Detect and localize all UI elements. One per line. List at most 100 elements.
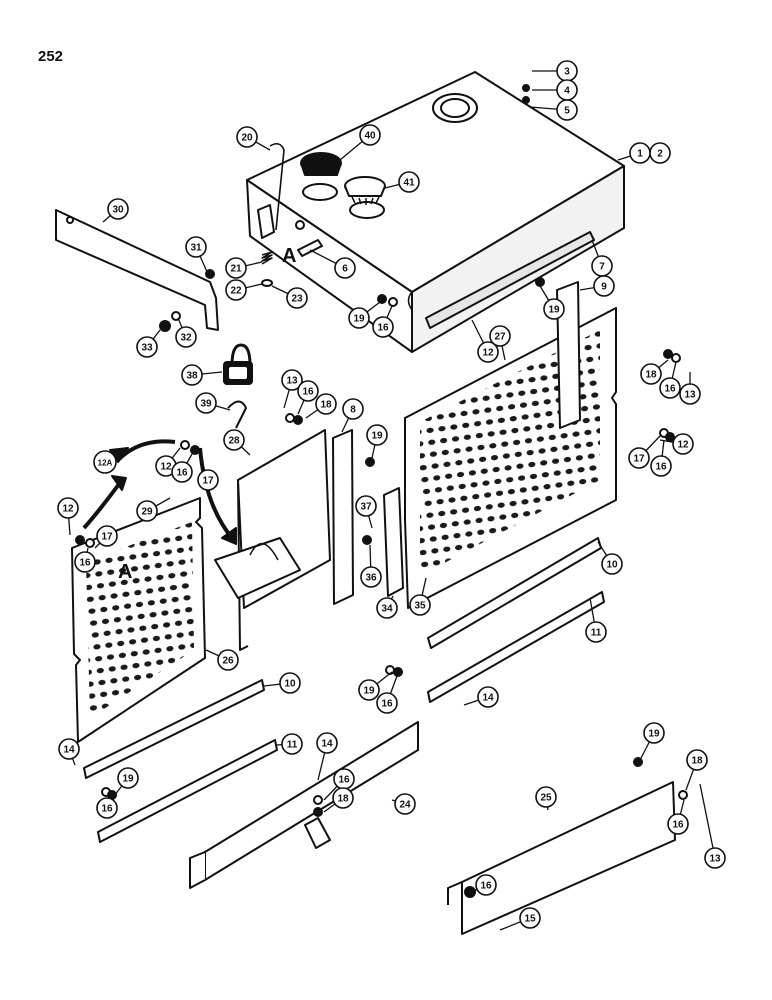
callout-14: 14	[463, 686, 499, 708]
arrow-c	[198, 447, 234, 540]
callout-number: 29	[141, 507, 153, 518]
callout-1: 1	[617, 142, 651, 164]
callout-number: 38	[186, 371, 198, 382]
callout-16: 16	[659, 361, 681, 399]
callout-circle	[217, 649, 239, 671]
callout-number: 3	[564, 67, 570, 78]
callout-10: 10	[263, 672, 301, 694]
upright-strip-part	[332, 429, 354, 605]
inset-label-hood: A	[282, 245, 296, 267]
callout-circle	[93, 450, 117, 474]
callout-number: 19	[648, 729, 660, 740]
callout-18: 18	[305, 393, 337, 419]
callout-4: 4	[532, 79, 578, 101]
callout-number: 16	[176, 468, 188, 479]
callout-18: 18	[685, 749, 708, 791]
callout-34: 34	[376, 595, 398, 619]
callout-number: 31	[190, 243, 202, 254]
callout-number: 18	[337, 794, 349, 805]
callout-number: 6	[342, 264, 348, 275]
callout-number: 12A	[98, 459, 113, 468]
callout-28: 28	[223, 429, 251, 456]
callout-circle	[398, 171, 420, 193]
callout-number: 17	[633, 454, 645, 465]
callout-circle	[650, 455, 672, 477]
callout-14: 14	[316, 732, 338, 781]
callout-13: 13	[281, 369, 303, 409]
bottom-panel-25	[447, 781, 676, 935]
callout-circle	[195, 392, 217, 414]
callout-number: 34	[381, 604, 393, 615]
callout-circle	[136, 336, 158, 358]
callout-number: 16	[480, 881, 492, 892]
callout-circle	[279, 672, 301, 694]
callout-circle	[136, 500, 158, 522]
callout-19: 19	[113, 767, 139, 797]
callout-number: 19	[363, 686, 375, 697]
callout-circle	[297, 380, 319, 402]
callout-11: 11	[585, 597, 607, 643]
callout-16: 16	[74, 547, 96, 573]
callout-number: 16	[338, 775, 350, 786]
callout-number: 18	[691, 756, 703, 767]
callout-number: 2	[657, 149, 663, 160]
callout-number: 18	[645, 370, 657, 381]
callout-leader-line	[699, 783, 716, 859]
callout-number: 10	[284, 679, 296, 690]
callout-17: 17	[628, 435, 661, 469]
callout-circle	[171, 461, 193, 483]
callout-number: 37	[360, 502, 372, 513]
callout-27: 27	[489, 325, 511, 361]
callout-12A: 12A	[93, 450, 117, 474]
bolt-part	[205, 269, 215, 279]
callout-number: 13	[709, 854, 721, 865]
callout-39: 39	[195, 392, 231, 414]
callout-13: 13	[679, 372, 701, 405]
hood-seal-strip-part	[425, 231, 595, 329]
callout-circle	[58, 738, 80, 760]
callout-number: 1	[637, 149, 643, 160]
callout-circle	[543, 298, 565, 320]
callout-circle	[185, 236, 207, 258]
callout-circle	[342, 398, 364, 420]
callout-number: 17	[101, 532, 113, 543]
callout-circle	[332, 787, 354, 809]
callout-8: 8	[341, 398, 364, 433]
callout-circle	[366, 424, 388, 446]
rail-11-right	[427, 591, 605, 703]
callout-number: 30	[112, 205, 124, 216]
callout-35: 35	[409, 577, 431, 616]
bottom-panel-24	[189, 721, 419, 889]
callout-2: 2	[649, 142, 671, 164]
callout-31: 31	[185, 236, 209, 275]
callout-33: 33	[136, 329, 161, 358]
callout-16: 16	[323, 768, 355, 801]
callout-17: 17	[197, 455, 219, 491]
callout-number: 36	[365, 573, 377, 584]
callout-circle	[355, 495, 377, 517]
washer-part	[171, 311, 181, 321]
callout-number: 26	[222, 656, 234, 667]
callout-16: 16	[372, 305, 394, 338]
callout-number: 22	[230, 286, 242, 297]
callout-circle	[477, 686, 499, 708]
callout-number: 14	[63, 745, 75, 756]
callout-number: 24	[399, 800, 411, 811]
callout-circle	[197, 469, 219, 491]
callout-circle	[281, 733, 303, 755]
callout-number: 17	[202, 476, 214, 487]
radiator-cap-part	[344, 176, 386, 205]
callout-37: 37	[355, 495, 377, 529]
callout-circle	[359, 124, 381, 146]
hood-hinge-plate	[257, 204, 305, 239]
callout-18: 18	[323, 787, 354, 813]
callout-number: 11	[287, 740, 298, 751]
callout-circle	[585, 621, 607, 643]
callout-circle	[601, 553, 623, 575]
callout-16: 16	[667, 799, 689, 835]
callout-number: 32	[180, 333, 192, 344]
callout-circle	[107, 198, 129, 220]
callout-circle	[376, 692, 398, 714]
callout-23: 23	[271, 285, 308, 309]
callout-16: 16	[376, 675, 398, 714]
